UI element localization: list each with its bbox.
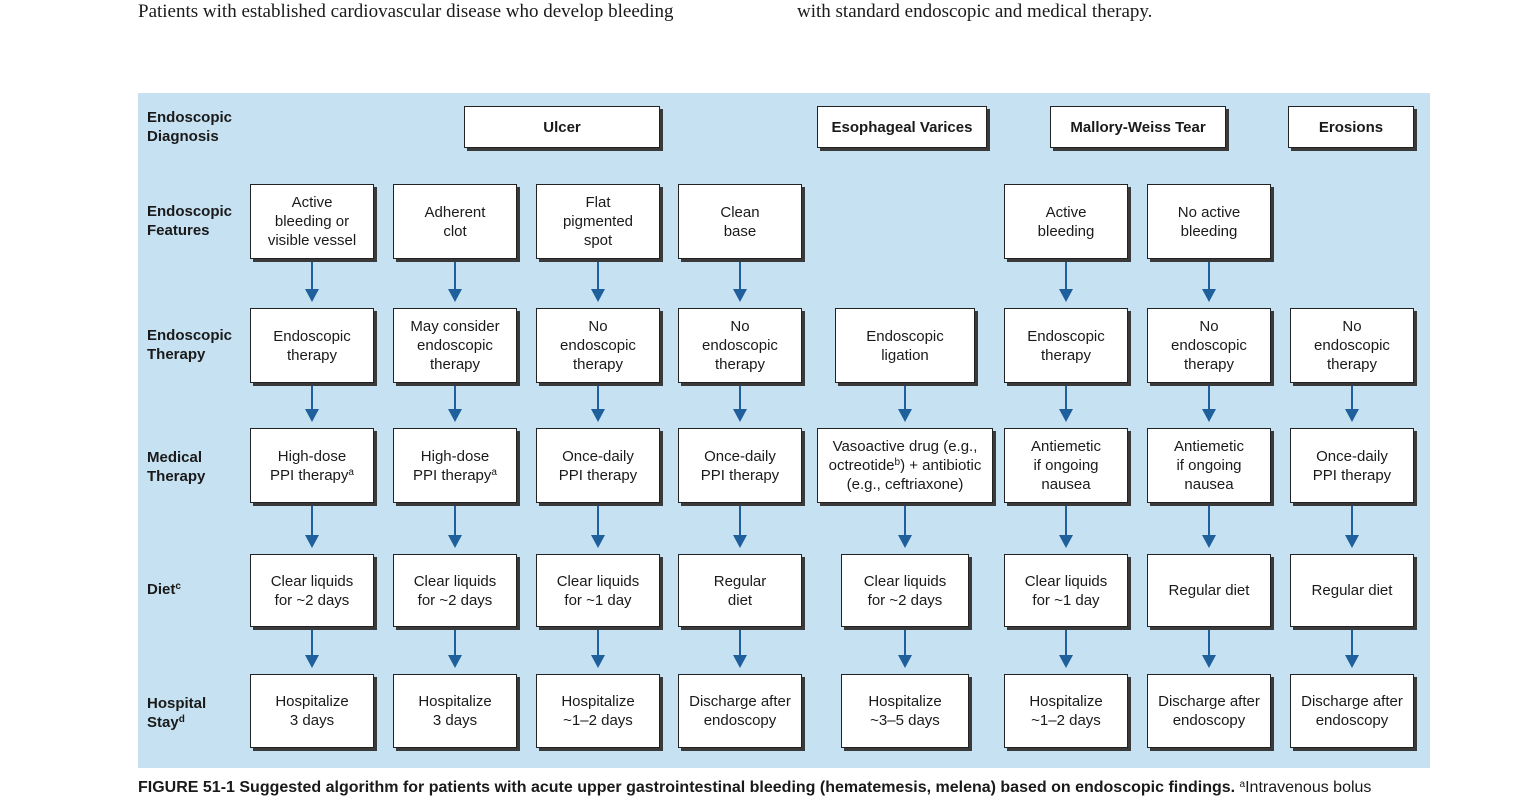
arrow-down xyxy=(1202,506,1216,548)
caption-title: Suggested algorithm for patients with ac… xyxy=(239,779,1236,796)
diet-c8: Regular diet xyxy=(1290,554,1414,627)
arrow-down xyxy=(1202,386,1216,422)
arrow-down xyxy=(591,386,605,422)
medical-vasoactive-antibiotic: Vasoactive drug (e.g.,octreotideb) + ant… xyxy=(817,428,993,503)
arrow-down xyxy=(591,630,605,668)
arrow-down xyxy=(448,506,462,548)
arrow-down xyxy=(898,506,912,548)
arrow-down xyxy=(448,262,462,302)
diagnosis-esophageal-varices: Esophageal Varices xyxy=(817,106,987,148)
arrow-down xyxy=(591,506,605,548)
stay-c6: Hospitalize~1–2 days xyxy=(1004,674,1128,748)
stay-c5: Hospitalize~3–5 days xyxy=(841,674,969,748)
row-label-diet: Dietc xyxy=(147,581,181,598)
arrow-down xyxy=(1345,386,1359,422)
arrow-down xyxy=(898,630,912,668)
figure-caption: FIGURE 51-1 Suggested algorithm for pati… xyxy=(138,779,1372,796)
diagnosis-erosions: Erosions xyxy=(1288,106,1414,148)
arrow-down xyxy=(1059,630,1073,668)
arrow-down xyxy=(733,262,747,302)
diet-c7: Regular diet xyxy=(1147,554,1271,627)
arrow-down xyxy=(1202,262,1216,302)
arrow-down xyxy=(591,262,605,302)
arrow-down xyxy=(1345,630,1359,668)
arrow-down xyxy=(733,386,747,422)
arrow-down xyxy=(898,386,912,422)
arrow-down xyxy=(1345,506,1359,548)
diagnosis-mallory-weiss-tear: Mallory-Weiss Tear xyxy=(1050,106,1226,148)
arrow-down xyxy=(305,630,319,668)
arrow-down xyxy=(305,386,319,422)
arrow-down xyxy=(1202,630,1216,668)
arrow-down xyxy=(733,630,747,668)
arrow-down xyxy=(1059,506,1073,548)
stay-c3: Hospitalize~1–2 days xyxy=(536,674,660,748)
diagnosis-ulcer: Ulcer xyxy=(464,106,660,148)
page-text-right: with standard endoscopic and medical the… xyxy=(797,1,1153,22)
arrow-down xyxy=(1059,386,1073,422)
arrow-down xyxy=(1059,262,1073,302)
arrow-down xyxy=(305,506,319,548)
arrow-down xyxy=(305,262,319,302)
arrow-down xyxy=(448,386,462,422)
caption-label: FIGURE 51-1 xyxy=(138,779,235,796)
arrow-down xyxy=(733,506,747,548)
page-text-left: Patients with established cardiovascular… xyxy=(138,1,674,22)
arrow-down xyxy=(448,630,462,668)
